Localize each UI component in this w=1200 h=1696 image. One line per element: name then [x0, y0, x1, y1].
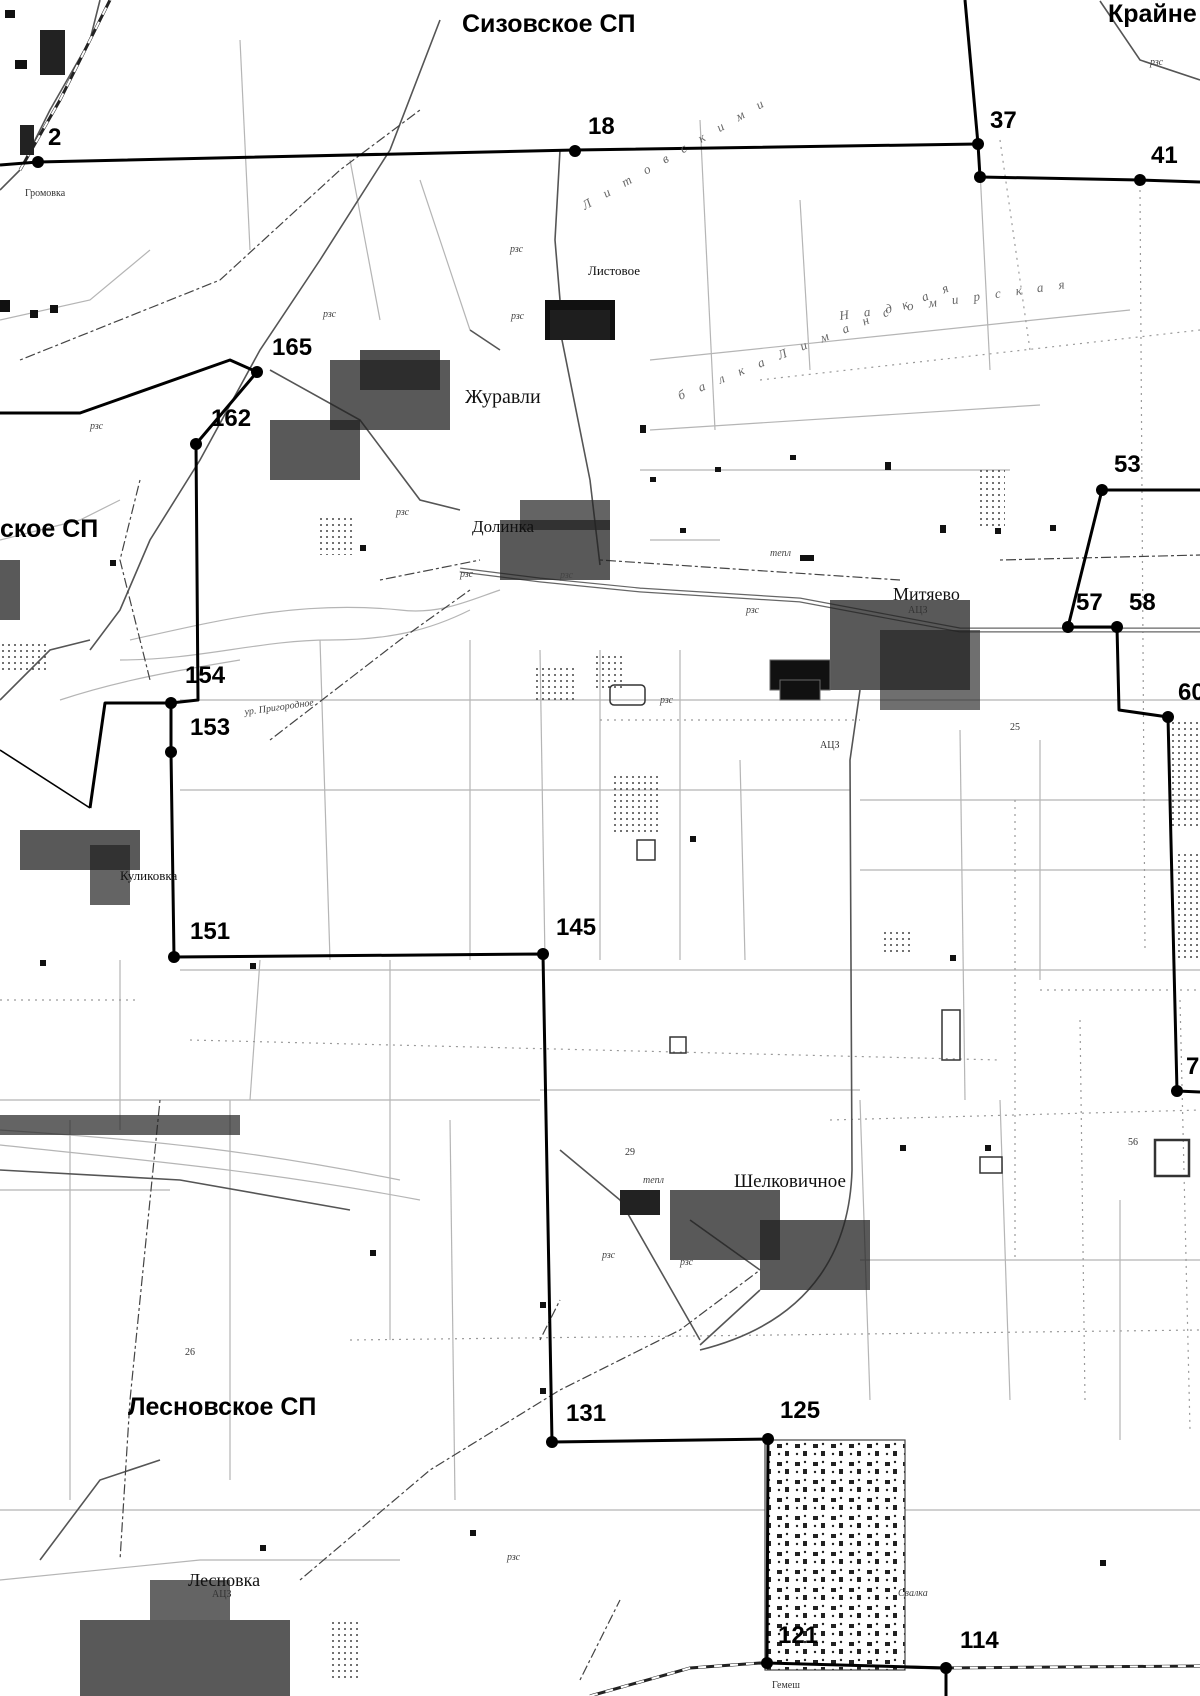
vertex-label-145: 145	[556, 914, 596, 941]
village-label-listovoe: Листовое	[588, 263, 640, 278]
vertex-label-58: 58	[1129, 589, 1156, 616]
pit-label: рзс	[1149, 57, 1164, 68]
note-56: 56	[1128, 1137, 1138, 1148]
vertex-label-121: 121	[778, 1622, 818, 1649]
vertex-label-154: 154	[185, 662, 226, 689]
settlement-blocks	[0, 10, 980, 1696]
pit-label: рзс	[659, 695, 674, 706]
powerlines	[19, 109, 1200, 1681]
note-29: 29	[625, 1147, 635, 1158]
note-svalka: Свалка	[898, 1588, 928, 1599]
vertex-label-2: 2	[48, 124, 61, 151]
sp-label-lesnovskoe: Лесновское СП	[128, 1393, 316, 1421]
pit-label: рзс	[745, 605, 760, 616]
note-acz-mityaevo: АЦЗ	[908, 605, 927, 616]
village-label-kulikovka: Куликовка	[120, 868, 177, 883]
village-label-shelkovichnoe: Шелковичное	[734, 1171, 846, 1192]
vertex-label-57: 57	[1076, 589, 1103, 616]
pit-label: рзс	[506, 1552, 521, 1563]
pit-label: рзс	[459, 569, 474, 580]
vertex-label-125: 125	[780, 1397, 820, 1424]
note-acz-mityaevo-2: АЦЗ	[820, 740, 839, 751]
note-gemesh: Гемеш	[772, 1680, 800, 1691]
vertex-label-41: 41	[1151, 142, 1178, 169]
pit-label: рзс	[679, 1257, 694, 1268]
enclosures	[609, 684, 1191, 1178]
sp-label-krainee: Крайне	[1108, 0, 1197, 28]
village-label-gromovka: Громовка	[25, 188, 66, 199]
field-parcel-lines	[0, 39, 1200, 1581]
vertex-label-114: 114	[960, 1627, 999, 1654]
vertex-label-53: 53	[1114, 451, 1141, 478]
note-26: 26	[185, 1347, 195, 1358]
sp-label-sizovskoe: Сизовское СП	[462, 10, 635, 38]
vertex-label-165: 165	[272, 334, 312, 361]
pit-label: рзс	[509, 244, 524, 255]
vertex-label-18: 18	[588, 113, 615, 140]
pit-label: рзс	[559, 570, 574, 581]
note-25: 25	[1010, 722, 1020, 733]
vertex-label-60: 60	[1178, 679, 1200, 706]
pit-label: рзс	[601, 1250, 616, 1261]
vertex-label-151: 151	[190, 918, 230, 945]
village-label-lesnovka: Лесновка	[188, 1570, 260, 1590]
pit-label: рзс	[322, 309, 337, 320]
scattered-buildings	[40, 425, 1106, 1566]
pit-label: рзс	[395, 507, 410, 518]
note-tepl-1: тепл	[770, 548, 792, 559]
boundary-vertices	[32, 138, 1183, 1674]
note-acz-lesnovka: АЦЗ	[212, 1589, 231, 1600]
pit-label: рзс	[510, 311, 525, 322]
field-dotted-lines	[0, 139, 1200, 1431]
pit-label: рзс	[89, 421, 104, 432]
sp-label-left: ское СП	[0, 515, 98, 543]
village-label-mityaevo: Митяево	[893, 584, 960, 604]
note-tepl-2: тепл	[643, 1175, 665, 1186]
vertex-label-153: 153	[190, 714, 230, 741]
village-label-dolinka: Долинка	[472, 517, 535, 536]
vertex-label-37: 37	[990, 107, 1017, 134]
orchard-patches	[0, 470, 1200, 1680]
village-label-zhuravli: Журавли	[465, 386, 541, 408]
vertex-label-7: 7	[1186, 1053, 1199, 1080]
vertex-label-162: 162	[211, 405, 251, 432]
vertex-label-131: 131	[566, 1400, 606, 1427]
